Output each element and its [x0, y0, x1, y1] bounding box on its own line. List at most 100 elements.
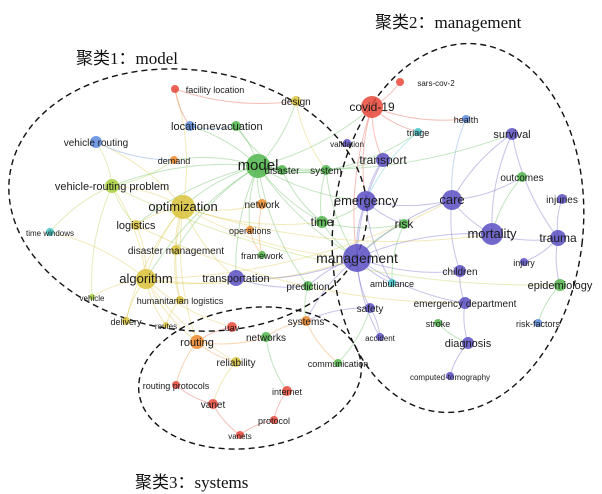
node-time-windows[interactable] [46, 228, 54, 236]
node-framework[interactable] [258, 251, 266, 259]
node-risk[interactable] [399, 219, 409, 229]
node-label: routing protocols [143, 381, 210, 391]
node-care[interactable] [442, 190, 462, 210]
node-computed-tomography[interactable] [446, 372, 454, 380]
network-edge [391, 223, 405, 284]
node-disaster-management[interactable] [171, 245, 181, 255]
node-evacuation[interactable] [231, 121, 241, 131]
node-internet[interactable] [282, 386, 292, 396]
node-survival[interactable] [506, 128, 518, 140]
node-label: validation [330, 140, 364, 149]
node-uav[interactable] [227, 322, 237, 332]
node-label: triage [407, 128, 430, 138]
node-routing-protocols[interactable] [172, 381, 180, 389]
node-facility-location[interactable] [171, 85, 179, 93]
node-vehicle[interactable] [89, 294, 95, 300]
network-edge [174, 88, 297, 104]
node-disaster[interactable] [277, 165, 287, 175]
node-routing[interactable] [190, 335, 204, 349]
node-design[interactable] [291, 96, 301, 106]
network-edge [95, 141, 175, 161]
network-edge [145, 278, 233, 328]
node-label: design [281, 97, 310, 108]
node-location[interactable] [185, 121, 195, 131]
node-routes[interactable] [163, 322, 169, 328]
node-sars-cov-2[interactable] [396, 78, 404, 86]
node-outcomes[interactable] [517, 172, 527, 182]
node-vanet[interactable] [208, 399, 218, 409]
node-optimization[interactable] [171, 195, 195, 219]
network-edge [182, 206, 358, 259]
node-systems[interactable] [301, 316, 311, 326]
node-communication[interactable] [334, 359, 342, 367]
network-edge [450, 199, 461, 272]
node-vehicle-routing-problem[interactable] [105, 179, 119, 193]
node-management[interactable] [343, 244, 371, 272]
node-validation[interactable] [343, 139, 351, 147]
cluster-2-boundary [331, 42, 585, 414]
node-label: location [171, 121, 209, 133]
node-label: sars-cov-2 [417, 79, 455, 88]
node-operations[interactable] [246, 226, 254, 234]
node-system[interactable] [321, 165, 331, 175]
node-emergency[interactable] [356, 191, 376, 211]
node-label: vanets [228, 432, 252, 441]
node-networks[interactable] [261, 332, 271, 342]
node-label: demand [158, 156, 191, 166]
node-humanitarian-logistics[interactable] [176, 296, 184, 304]
node-triage[interactable] [414, 128, 422, 136]
node-injury[interactable] [520, 258, 528, 266]
node-transport[interactable] [376, 153, 390, 167]
node-protocol[interactable] [270, 416, 278, 424]
node-stroke[interactable] [434, 319, 442, 327]
node-ambulance[interactable] [388, 279, 396, 287]
node-time[interactable] [316, 216, 328, 228]
node-trauma[interactable] [550, 230, 566, 246]
node-label: networks [246, 333, 286, 344]
node-reliability[interactable] [231, 357, 241, 367]
network-edge [49, 185, 113, 233]
node-label: safety [357, 304, 384, 315]
node-label: delivery [110, 317, 142, 327]
network-edge [491, 133, 513, 235]
node-health[interactable] [462, 115, 470, 123]
node-epidemiology[interactable] [554, 279, 566, 291]
network-edge [95, 141, 184, 208]
node-prediction[interactable] [303, 281, 313, 291]
node-label: evacuation [209, 121, 262, 133]
network-edge [321, 221, 405, 229]
node-model[interactable] [246, 154, 270, 178]
network-edge [145, 165, 259, 280]
node-label: risk [395, 217, 415, 231]
node-delivery[interactable] [122, 317, 130, 325]
node-children[interactable] [454, 265, 466, 277]
node-vehicle-routing[interactable] [90, 136, 102, 148]
node-risk-factors[interactable] [534, 319, 542, 327]
node-injuries[interactable] [557, 194, 567, 204]
node-emergency-department[interactable] [459, 297, 471, 309]
network-edge [111, 185, 147, 280]
node-algorithm[interactable] [136, 269, 156, 289]
network-edge [511, 133, 559, 239]
node-vanets[interactable] [236, 431, 244, 439]
node-demand[interactable] [170, 156, 178, 164]
node-mortality[interactable] [481, 223, 503, 245]
network-edge [305, 307, 371, 322]
node-safety[interactable] [365, 303, 375, 313]
node-label: stroke [426, 319, 451, 329]
node-network[interactable] [257, 199, 267, 209]
node-accident[interactable] [376, 333, 384, 341]
node-logistics[interactable] [131, 220, 141, 230]
network-edge [111, 163, 259, 187]
node-transportation[interactable] [228, 270, 244, 286]
node-diagnosis[interactable] [462, 337, 474, 349]
node-label: network [244, 200, 280, 211]
network-edge [145, 257, 358, 284]
cluster-2-title: 聚类2：management [375, 13, 522, 32]
node-label: accident [365, 334, 396, 343]
node-covid-19[interactable] [361, 96, 383, 118]
node-label: covid-19 [349, 100, 395, 114]
node-label: model [238, 157, 279, 174]
node-label: facility location [186, 85, 245, 95]
node-label: emergency department [414, 299, 517, 310]
